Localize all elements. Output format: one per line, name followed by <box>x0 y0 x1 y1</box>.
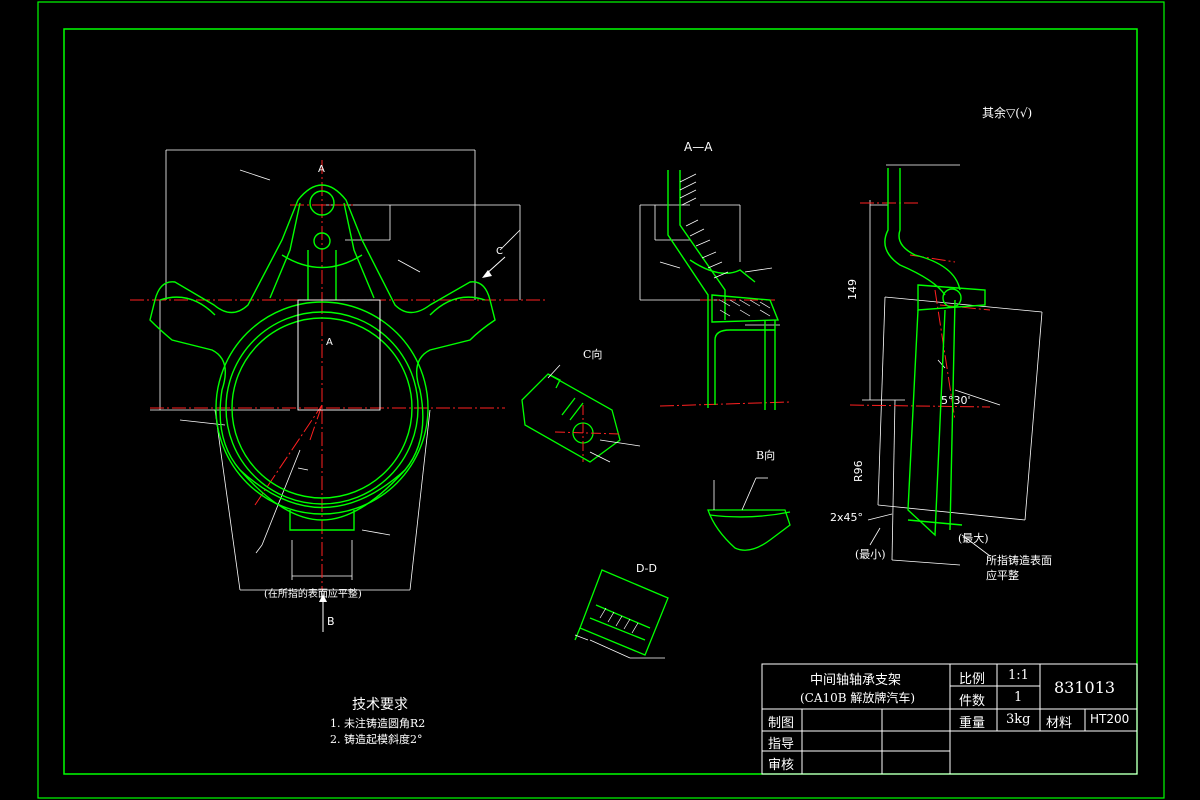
dim-angle: 5°30' <box>941 394 971 407</box>
main-view <box>130 149 545 632</box>
section-aa-view <box>639 170 791 410</box>
floor-note: (在所指的表面应平整) <box>264 589 362 600</box>
outer-border <box>37 1 1165 799</box>
cast-note-line2: 应平整 <box>986 569 1019 582</box>
view-b <box>707 477 791 551</box>
guide-label: 指导 <box>768 737 795 752</box>
tech-req-item-2: 2. 铸造起模斜度2° <box>330 733 423 746</box>
main-section-box <box>297 299 381 411</box>
drawing-number: 831013 <box>1054 678 1116 697</box>
review-label: 审核 <box>768 758 795 773</box>
section-dd-title: D-D <box>636 562 657 575</box>
cut-marker-top: A <box>318 164 325 175</box>
note-min: (最小) <box>855 548 886 561</box>
view-c-title: C向 <box>583 348 603 361</box>
part-subtitle: (CA10B 解放牌汽车) <box>800 691 916 705</box>
scale-label: 比例 <box>959 672 986 687</box>
tech-req-title: 技术要求 <box>352 697 408 713</box>
side-view <box>849 164 1043 566</box>
dim-r96: R96 <box>852 460 865 482</box>
material-value: HT200 <box>1090 712 1130 726</box>
dim-149: 149 <box>846 279 859 300</box>
part-name: 中间轴轴承支架 <box>810 673 902 688</box>
title-block-grid <box>761 663 1138 775</box>
note-max: (最大) <box>958 532 989 545</box>
scale-value: 1:1 <box>1008 668 1029 683</box>
section-aa-title: A—A <box>684 140 713 154</box>
view-c <box>521 364 641 463</box>
section-dd-view <box>574 569 669 659</box>
qty-value: 1 <box>1014 690 1023 705</box>
roughness-note: 其余▽(√) <box>982 106 1033 120</box>
weight-label: 重量 <box>959 716 986 731</box>
view-marker-c: C <box>496 246 503 257</box>
dim-chamfer: 2x45° <box>830 511 864 524</box>
qty-label: 件数 <box>959 694 986 709</box>
weight-value: 3kg <box>1006 712 1031 727</box>
material-label: 材料 <box>1046 716 1073 731</box>
cast-note-line1: 所指铸造表面 <box>986 554 1052 567</box>
section-aa-hatching <box>679 173 771 317</box>
drawn-label: 制图 <box>768 716 795 731</box>
view-marker-b: B <box>327 615 335 628</box>
inner-frame <box>63 28 1138 775</box>
view-b-title: B向 <box>756 449 776 462</box>
tech-req-item-1: 1. 未注铸造圆角R2 <box>330 717 426 730</box>
cut-marker-mid: A <box>326 337 333 348</box>
